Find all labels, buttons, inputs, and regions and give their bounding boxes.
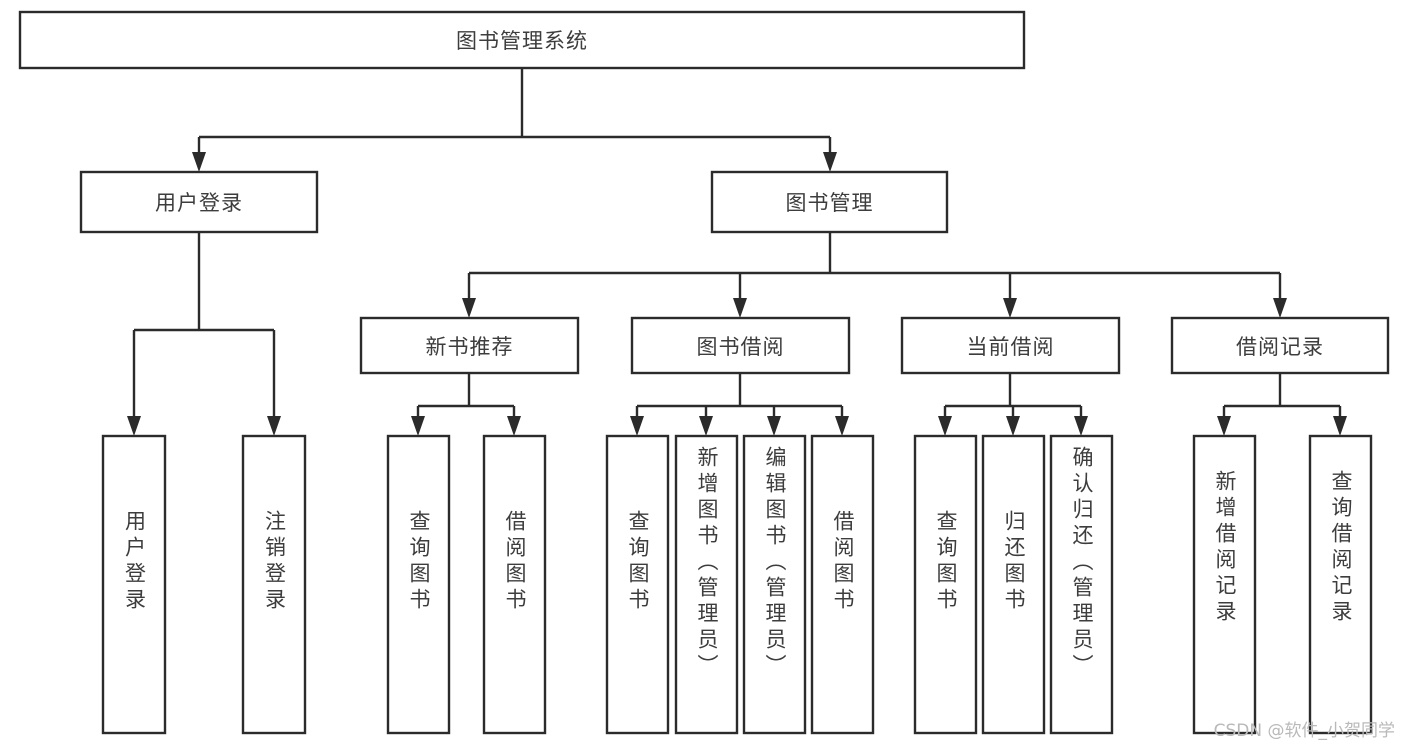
- leaf-box[interactable]: [605, 434, 670, 735]
- leaf-box[interactable]: [981, 434, 1046, 735]
- leaf-box[interactable]: [386, 434, 451, 735]
- node-new-book-recommend[interactable]: [359, 316, 580, 375]
- leaf-box[interactable]: [1308, 434, 1373, 735]
- node-user-login[interactable]: [79, 170, 319, 234]
- leaf-box[interactable]: [482, 434, 547, 735]
- leaf-box[interactable]: [1049, 434, 1114, 735]
- node-book-manage[interactable]: [710, 170, 949, 234]
- leaf-box[interactable]: [1192, 434, 1257, 735]
- leaf-box[interactable]: [101, 434, 167, 735]
- node-current-borrow[interactable]: [900, 316, 1121, 375]
- node-book-borrow[interactable]: [630, 316, 851, 375]
- node-borrow-record[interactable]: [1170, 316, 1390, 375]
- connector-root-to-level2: [197, 68, 832, 152]
- leaf-box[interactable]: [810, 434, 875, 735]
- connector-newbook-to-leaves: [411, 373, 521, 436]
- connector-bookborrow-to-leaves: [630, 373, 849, 436]
- leaf-box[interactable]: [674, 434, 739, 735]
- leaf-box[interactable]: [241, 434, 307, 735]
- arrowhead-book-manage: [823, 152, 837, 172]
- node-root[interactable]: [18, 10, 1026, 70]
- connector-currentborrow-to-leaves: [938, 373, 1088, 436]
- connector-bookmanage-to-level3: [462, 232, 1287, 318]
- arrowhead-user-login: [192, 152, 206, 172]
- connector-borrowrecord-to-leaves: [1217, 373, 1347, 436]
- leaf-box[interactable]: [913, 434, 978, 735]
- leaf-box[interactable]: [742, 434, 807, 735]
- connector-userlogin-to-leaves: [127, 232, 281, 436]
